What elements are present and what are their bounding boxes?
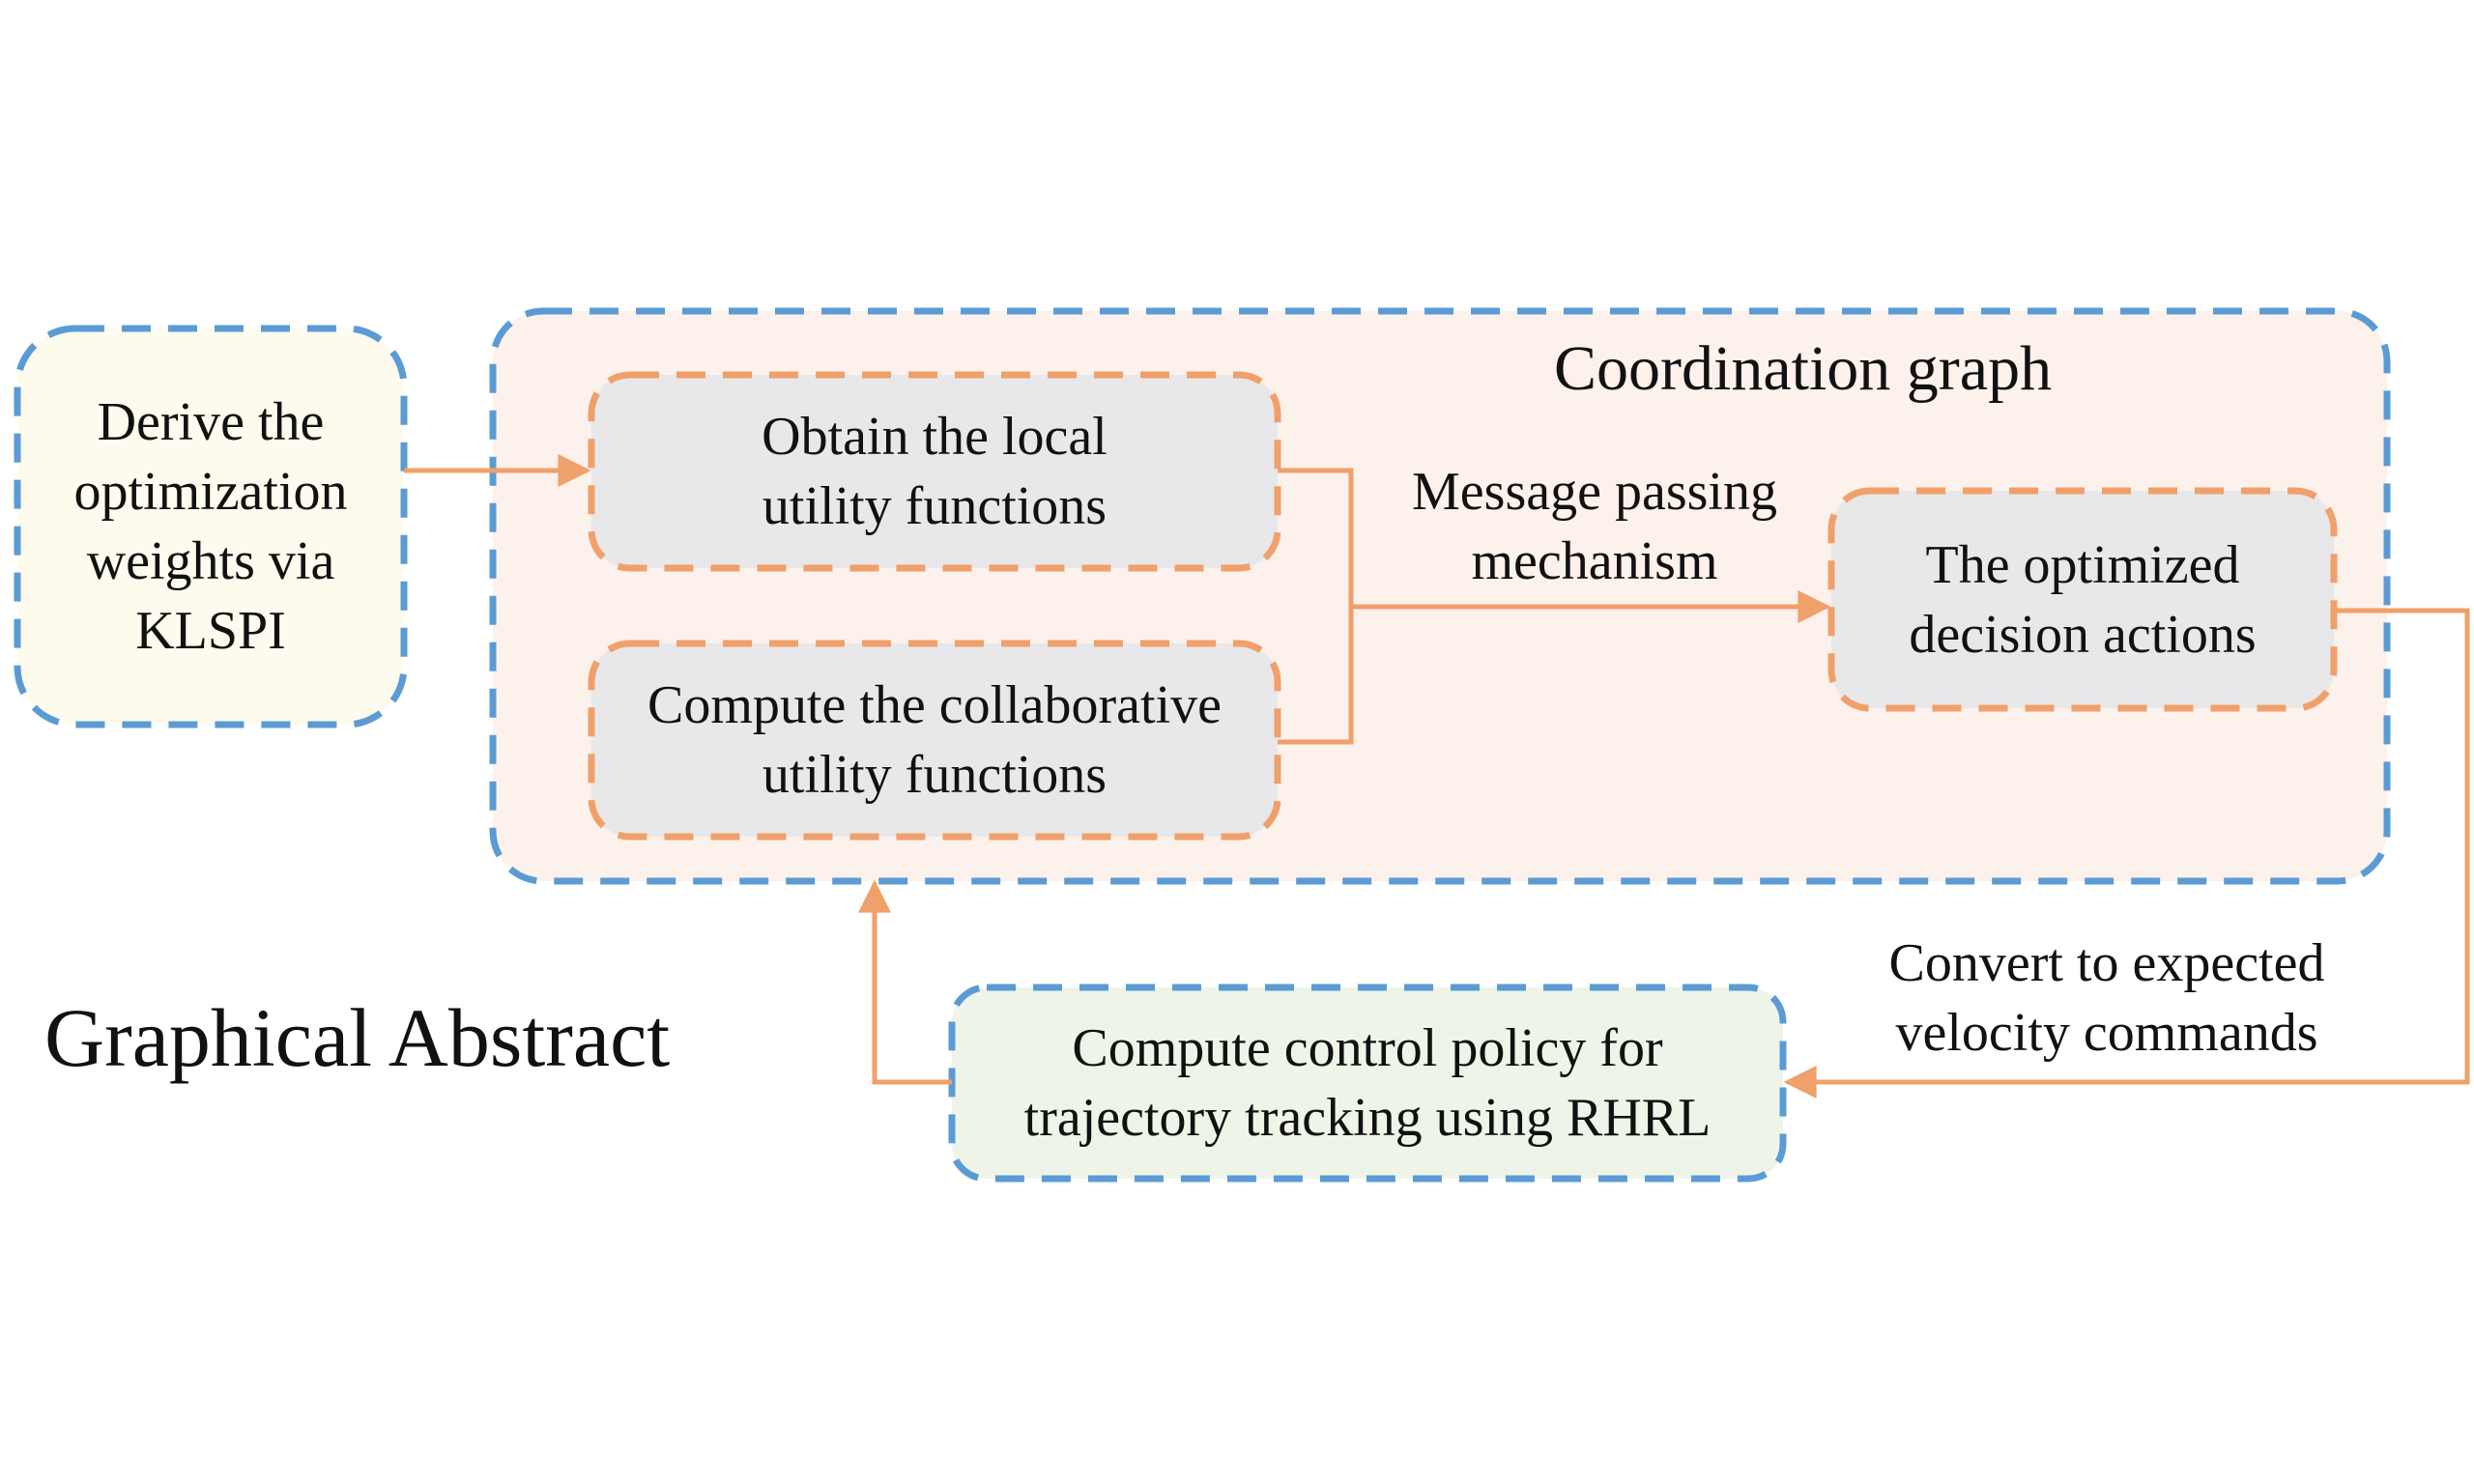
local-utility-box xyxy=(588,371,1281,572)
klspi-line-4: KLSPI xyxy=(135,601,286,661)
control-line-1: Compute control policy for xyxy=(1072,1018,1663,1078)
convert-line-1: Convert to expected xyxy=(1888,933,2325,993)
optimized-actions-label: The optimized decision actions xyxy=(1831,491,2334,708)
connector-local xyxy=(1278,468,1354,607)
graphical-abstract-caption: Graphical Abstract xyxy=(44,991,671,1084)
local-line-1: Obtain the local xyxy=(762,407,1108,467)
convert-line-2: velocity commands xyxy=(1895,1003,2318,1063)
klspi-box xyxy=(14,325,408,728)
collaborative-utility-label: Compute the collaborative utility functi… xyxy=(591,643,1278,837)
klspi-line-1: Derive the xyxy=(97,392,325,452)
optimized-line-2: decision actions xyxy=(1909,604,2257,665)
optimized-actions-box xyxy=(1827,487,2338,712)
arrow-control-to-coordination xyxy=(858,879,952,1085)
optimized-line-1: The optimized xyxy=(1925,534,2240,595)
collab-line-2: utility functions xyxy=(762,745,1108,805)
coordination-graph-title: Coordination graph xyxy=(1554,333,2053,404)
control-policy-label: Compute control policy for trajectory tr… xyxy=(952,987,1783,1179)
collaborative-utility-box xyxy=(588,640,1281,841)
message-line-1: Message passing xyxy=(1412,462,1777,522)
local-line-2: utility functions xyxy=(762,476,1108,536)
klspi-line-2: optimization xyxy=(73,462,348,522)
message-passing-label: Message passing mechanism xyxy=(1372,454,1817,599)
message-line-2: mechanism xyxy=(1471,531,1718,591)
local-utility-label: Obtain the local utility functions xyxy=(591,375,1278,568)
arrow-convert-velocity xyxy=(1783,608,2470,1099)
klspi-line-3: weights via xyxy=(86,531,335,591)
convert-velocity-label: Convert to expected velocity commands xyxy=(1836,926,2377,1070)
klspi-label: Derive the optimization weights via KLSP… xyxy=(17,328,404,725)
control-line-2: trajectory tracking using RHRL xyxy=(1023,1088,1712,1148)
collab-line-1: Compute the collaborative xyxy=(647,675,1223,735)
connector-collab xyxy=(1278,607,1354,745)
